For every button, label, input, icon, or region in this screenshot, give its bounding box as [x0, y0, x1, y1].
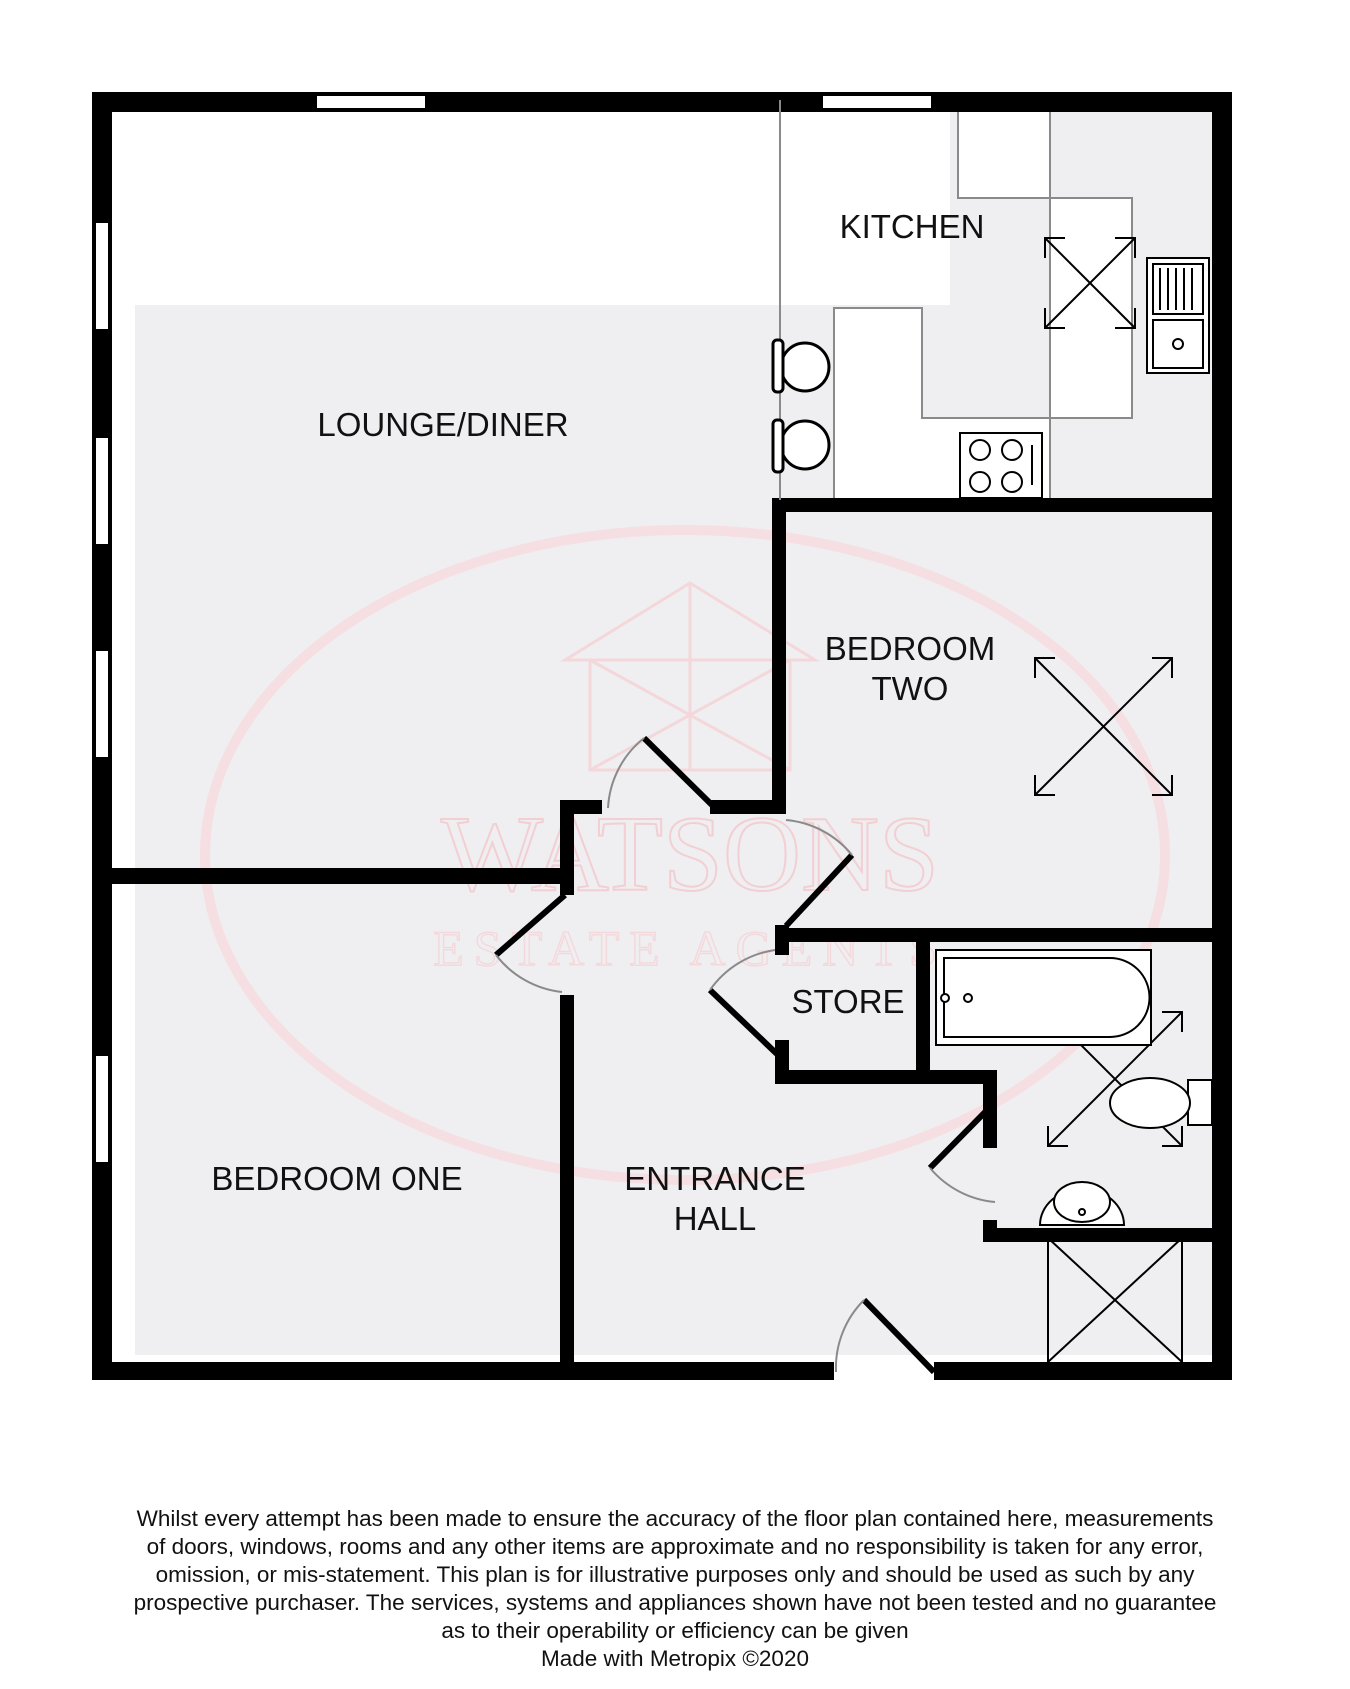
disclaimer-line: omission, or mis-statement. This plan is…: [155, 1562, 1195, 1587]
sink-icon: [1146, 257, 1210, 374]
disclaimer-line: Whilst every attempt has been made to en…: [136, 1506, 1214, 1531]
watermark-name: WATSONS: [441, 795, 939, 914]
room-label-store: STORE: [791, 983, 904, 1020]
bar-stool-icon: [771, 338, 831, 474]
room-label-bedroom-two-line1: BEDROOM: [825, 630, 996, 667]
room-label-bedroom-one: BEDROOM ONE: [211, 1160, 462, 1197]
room-label-lounge-diner: LOUNGE/DINER: [317, 406, 568, 443]
basin-icon: [1038, 1181, 1126, 1226]
disclaimer-line: as to their operability or efficiency ca…: [441, 1618, 909, 1643]
bath-icon: [935, 949, 1152, 1046]
room-label-entrance-line1: ENTRANCE: [624, 1160, 806, 1197]
room-label-entrance-line2: HALL: [674, 1200, 757, 1237]
kitchen-counters: [833, 109, 1133, 501]
disclaimer-line: prospective purchaser. The services, sys…: [133, 1590, 1217, 1615]
room-label-bedroom-two-line2: TWO: [872, 670, 949, 707]
watermark-house-icon: [559, 581, 821, 772]
doors: [494, 735, 998, 1375]
metropix-credit: Made with Metropix ©2020: [541, 1646, 809, 1671]
disclaimer: Whilst every attempt has been made to en…: [60, 1505, 1290, 1673]
toilet-icon: [1109, 1077, 1213, 1129]
room-label-kitchen: KITCHEN: [840, 208, 985, 245]
disclaimer-line: of doors, windows, rooms and any other i…: [146, 1534, 1204, 1559]
hob-icon: [959, 432, 1043, 499]
windows: [94, 94, 933, 1164]
floor-plan: WATSONS ESTATE AGENTS: [92, 92, 1232, 1382]
watermark-ellipse: [200, 525, 1170, 1185]
